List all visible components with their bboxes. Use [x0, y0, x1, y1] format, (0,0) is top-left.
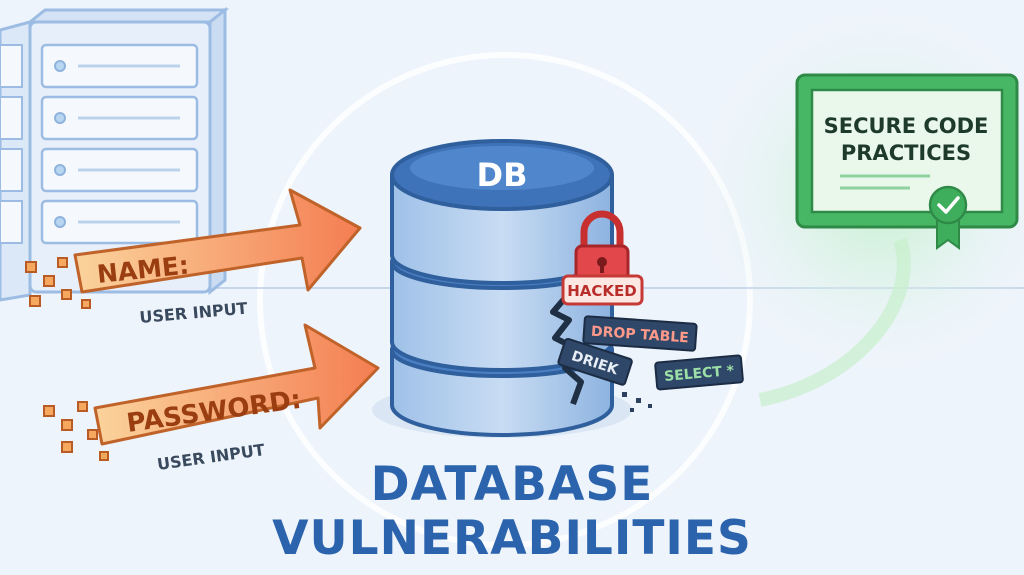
database-cylinder-icon: DB: [372, 139, 652, 438]
certificate-badge-icon: [928, 185, 968, 250]
server-rack-icon: [0, 6, 230, 302]
database-label: DB: [477, 156, 528, 194]
name-field-caption: USER INPUT: [139, 299, 249, 327]
page-title: DATABASE VULNERABILITIES: [0, 458, 1024, 566]
sql-tag-select: SELECT *: [654, 354, 744, 391]
sql-tag-select-label: SELECT *: [664, 363, 736, 385]
certificate-line-2: PRACTICES: [841, 141, 971, 165]
glow-arc: [758, 237, 911, 407]
certificate-line-1: SECURE CODE: [824, 114, 989, 138]
hacked-badge: HACKED: [561, 274, 644, 306]
secure-code-certificate: SECURE CODE PRACTICES: [795, 73, 1019, 250]
password-input-arrow: PASSWORD: USER INPUT: [43, 323, 380, 474]
sql-tag-drop-table: DROP TABLE: [582, 315, 698, 352]
hacked-badge-label: HACKED: [567, 282, 637, 300]
page-title-line-2: VULNERABILITIES: [272, 511, 752, 566]
page-title-line-1: DATABASE: [370, 457, 654, 512]
sql-tag-drop-table-label: DROP TABLE: [590, 324, 689, 347]
